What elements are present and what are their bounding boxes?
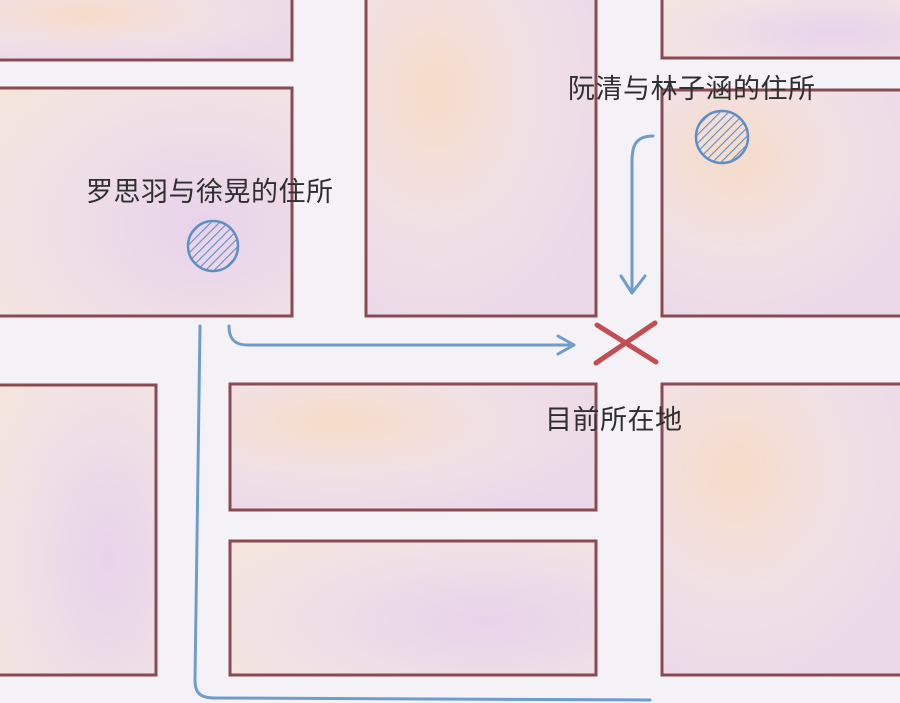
block-left-lower <box>0 383 158 677</box>
block-right-upper <box>660 88 900 318</box>
residence-marker-luo-xu <box>186 219 240 273</box>
route-arrowhead-down <box>619 274 647 295</box>
label-luo-xu-residence: 罗思羽与徐晃的住所 <box>86 177 334 208</box>
residence-marker-ruan-lin <box>694 109 750 165</box>
block-center-lower <box>228 539 598 677</box>
label-ruan-lin-residence: 阮清与林子涵的住所 <box>568 74 816 105</box>
route-paths <box>193 134 655 702</box>
block-center-upper <box>228 382 598 512</box>
route-from-luo-xu <box>227 324 574 347</box>
current-location-x-marker <box>593 320 659 366</box>
route-from-ruan-lin <box>630 134 655 292</box>
block-right-lower <box>660 382 900 677</box>
city-blocks <box>0 0 900 677</box>
label-current-location: 目前所在地 <box>545 405 683 436</box>
route-long-detour <box>193 324 652 702</box>
block-top-left <box>0 0 294 62</box>
route-arrowhead-right <box>556 334 576 356</box>
block-left-upper <box>0 86 294 318</box>
block-top-middle <box>364 0 598 318</box>
block-top-right-small <box>660 0 900 60</box>
